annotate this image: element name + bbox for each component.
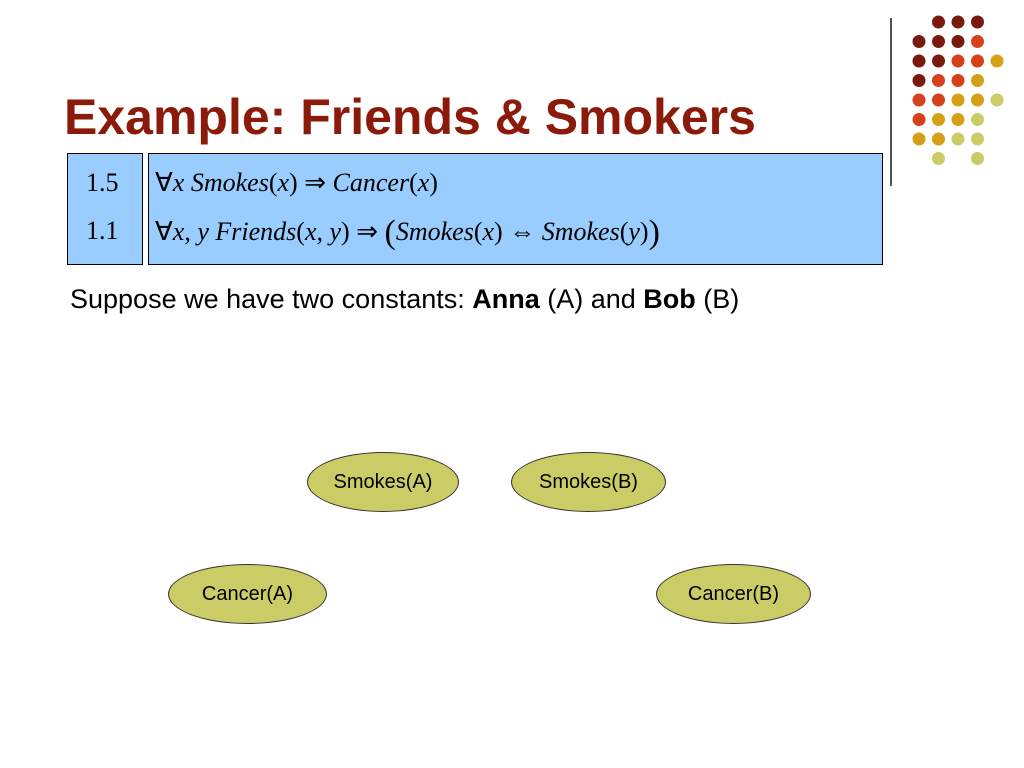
- decorative-dot: [912, 74, 926, 87]
- decorative-dot: [971, 35, 984, 48]
- formula-1-lhs-var: x: [277, 168, 290, 197]
- decorative-dot: [912, 132, 926, 146]
- implies-symbol: ⇒: [304, 168, 327, 197]
- formula-1: ∀x Smokes(x) ⇒ Cancer(x): [155, 168, 438, 198]
- node-cancer-a: Cancer(A): [168, 564, 327, 624]
- decorative-dot: [951, 54, 965, 68]
- decorative-dot: [990, 54, 1004, 68]
- formulas-box: ∀x Smokes(x) ⇒ Cancer(x) ∀x, y Friends(x…: [148, 153, 883, 265]
- decorative-dot: [971, 132, 984, 146]
- paren: ): [289, 168, 298, 197]
- formula-2-lhs-var: x, y: [304, 217, 342, 246]
- sentence-prefix: Suppose we have two constants:: [70, 284, 473, 314]
- sentence-middle: (A) and: [539, 284, 644, 314]
- constant-anna: Anna: [472, 284, 540, 314]
- formula-1-vars: x: [172, 168, 185, 197]
- decorative-dot: [971, 54, 984, 68]
- forall-symbol: ∀: [155, 217, 173, 246]
- constants-sentence: Suppose we have two constants: Anna (A) …: [70, 284, 739, 315]
- decorative-dot-pattern: [912, 15, 1004, 165]
- weight-1: 1.5: [86, 168, 119, 197]
- decorative-dot: [912, 93, 926, 107]
- paren: (: [473, 217, 483, 246]
- formula-1-lhs-predicate: Smokes: [190, 168, 269, 197]
- paren: (: [268, 168, 278, 197]
- decorative-dot: [971, 152, 984, 165]
- decorative-dot: [971, 113, 984, 126]
- decorative-dot: [932, 93, 945, 107]
- decorative-dot: [951, 35, 965, 48]
- formula-2-vars: x, y: [172, 217, 209, 246]
- decorative-dot: [932, 152, 945, 165]
- decorative-dot: [951, 132, 965, 146]
- formula-2-lhs-predicate: Friends: [215, 217, 297, 246]
- decorative-dot: [951, 113, 965, 126]
- paren: ): [639, 217, 649, 246]
- node-smokes-b: Smokes(B): [511, 452, 666, 512]
- iff-symbol: ⇔: [509, 217, 536, 246]
- weight-2: 1.1: [86, 216, 119, 245]
- decorative-dot: [990, 93, 1004, 107]
- group-close-paren: ): [648, 214, 660, 251]
- decorative-dot: [932, 113, 945, 126]
- weights-box: 1.5 1.1: [67, 153, 143, 265]
- formula-2-b-predicate: Smokes: [541, 217, 620, 246]
- paren: ): [341, 217, 350, 246]
- decorative-vertical-rule: [890, 18, 892, 186]
- decorative-dot: [971, 74, 984, 87]
- decorative-dot: [971, 93, 984, 107]
- decorative-dot: [932, 74, 945, 87]
- decorative-dot: [932, 15, 945, 29]
- decorative-dot: [912, 113, 926, 126]
- decorative-dot: [932, 35, 945, 48]
- formula-2: ∀x, y Friends(x, y) ⇒ (Smokes(x) ⇔ Smoke…: [155, 214, 660, 252]
- decorative-dot: [951, 15, 965, 29]
- formula-2-a-var: x: [482, 217, 495, 246]
- decorative-dot: [932, 132, 945, 146]
- paren: ): [429, 168, 438, 197]
- implies-symbol: ⇒: [356, 217, 379, 246]
- slide-title: Example: Friends & Smokers: [64, 89, 756, 145]
- sentence-suffix: (B): [695, 284, 740, 314]
- decorative-dot: [951, 93, 965, 107]
- forall-symbol: ∀: [155, 168, 173, 197]
- node-smokes-a: Smokes(A): [307, 452, 459, 512]
- paren: ): [494, 217, 503, 246]
- decorative-dot: [971, 15, 984, 29]
- decorative-dot: [932, 54, 945, 68]
- constant-bob: Bob: [643, 284, 696, 314]
- decorative-dot: [951, 74, 965, 87]
- formula-1-rhs-predicate: Cancer: [332, 168, 410, 197]
- paren: (: [409, 168, 418, 197]
- formula-1-rhs-var: x: [417, 168, 430, 197]
- formula-2-a-predicate: Smokes: [395, 217, 474, 246]
- decorative-dot: [912, 54, 926, 68]
- decorative-dot: [912, 35, 926, 48]
- group-open-paren: (: [384, 214, 396, 251]
- paren: (: [296, 217, 305, 246]
- formula-2-b-var: y: [628, 217, 640, 246]
- paren: (: [619, 217, 629, 246]
- node-cancer-b: Cancer(B): [656, 564, 811, 624]
